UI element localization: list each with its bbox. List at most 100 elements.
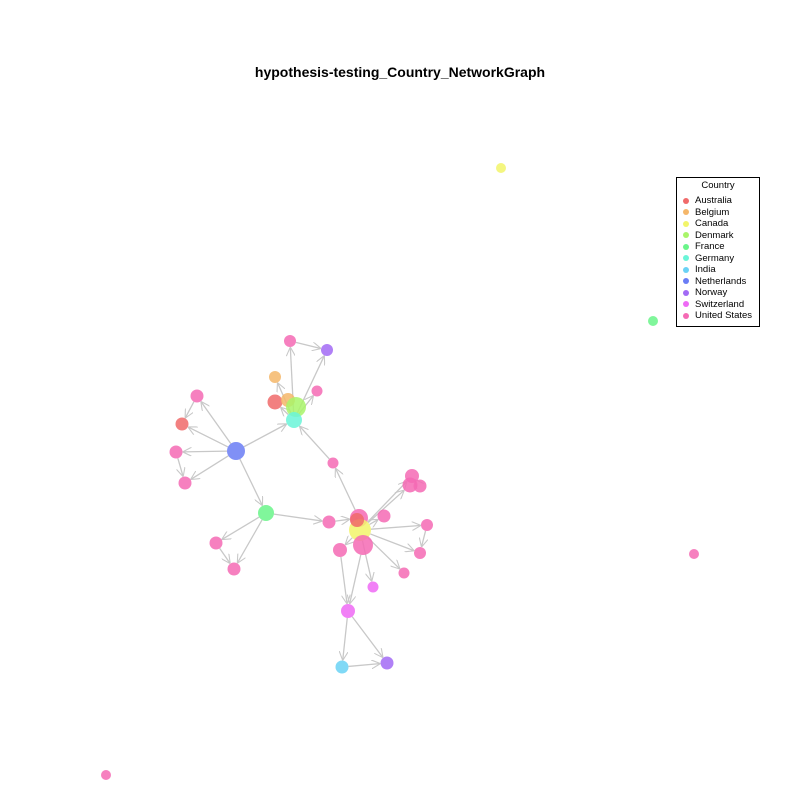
- legend-swatch-netherlands: [683, 278, 689, 285]
- node-franceR: [648, 316, 658, 326]
- legend-item-canada: Canada: [677, 218, 752, 230]
- edge-hub2-us13: [370, 533, 413, 551]
- node-neth: [227, 442, 245, 460]
- legend-item-australia: Australia: [677, 195, 752, 207]
- node-us7: [209, 536, 223, 550]
- legend-swatch-germany: [683, 255, 689, 262]
- node-swiss1: [367, 581, 379, 593]
- legend-item-switzerland: Switzerland: [677, 299, 752, 311]
- edge-us3-aus2: [186, 401, 195, 418]
- legend-swatch-australia: [683, 197, 689, 204]
- legend-item-france: France: [677, 241, 752, 253]
- edge-us10-swiss2: [340, 556, 347, 603]
- node-us12: [421, 519, 433, 531]
- node-us16: [402, 477, 418, 493]
- legend-label-canada: Canada: [695, 218, 729, 230]
- node-canadaTop: [496, 163, 506, 173]
- edge-neth-us3: [201, 402, 232, 445]
- node-us11: [377, 509, 391, 523]
- legend-label-united-states: United States: [695, 310, 753, 322]
- node-us8: [227, 562, 241, 576]
- edge-neth-aus2: [189, 427, 229, 448]
- node-belgium: [269, 371, 281, 383]
- edge-hub2-us14: [367, 537, 399, 569]
- edge-hub2-us12: [370, 526, 420, 530]
- legend-item-netherlands: Netherlands: [677, 276, 752, 288]
- legend-swatch-belgium: [683, 209, 689, 216]
- legend-label-denmark: Denmark: [695, 229, 734, 241]
- node-us17: [413, 479, 427, 493]
- legend-label-norway: Norway: [695, 287, 728, 299]
- legend-label-india: India: [695, 264, 716, 276]
- edge-hub2-us16: [367, 491, 404, 524]
- node-us14: [398, 567, 410, 579]
- legend-label-germany: Germany: [695, 252, 735, 264]
- legend-label-belgium: Belgium: [695, 206, 730, 218]
- legend-title: Country: [701, 180, 735, 191]
- legend-swatch-united-states: [683, 312, 689, 319]
- legend-label-switzerland: Switzerland: [695, 298, 745, 310]
- edge-us4-us5: [178, 458, 183, 476]
- node-usFarL: [101, 770, 111, 780]
- edge-swiss2-norway2: [351, 616, 382, 657]
- node-swiss2: [341, 604, 355, 618]
- node-aus1: [267, 394, 283, 410]
- edge-neth-us5: [191, 455, 229, 479]
- edge-france1-us8: [238, 519, 263, 563]
- node-germany: [286, 412, 302, 428]
- node-us9: [322, 515, 336, 529]
- legend-label-australia: Australia: [695, 195, 732, 207]
- legend-swatch-france: [683, 243, 689, 250]
- legend-label-france: France: [695, 241, 725, 253]
- edge-hub2-us15: [367, 482, 407, 523]
- node-denmark: [286, 397, 306, 417]
- edge-hub1-us6: [336, 469, 356, 511]
- edge-layer: [178, 341, 426, 667]
- legend-swatch-switzerland: [683, 301, 689, 308]
- node-us13: [414, 547, 426, 559]
- edge-france1-us9: [273, 513, 322, 521]
- legend-item-denmark: Denmark: [677, 230, 752, 242]
- legend-swatch-india: [683, 266, 689, 273]
- legend-label-netherlands: Netherlands: [695, 275, 747, 287]
- edge-swiss2-india: [343, 617, 347, 660]
- edge-neth-us4: [183, 451, 228, 452]
- node-us3: [190, 389, 204, 403]
- node-norway1: [321, 344, 333, 356]
- edge-neth-germany: [243, 424, 286, 448]
- node-india: [335, 660, 349, 674]
- legend-swatch-denmark: [683, 232, 689, 239]
- edge-france1-us7: [222, 516, 260, 539]
- legend: Country Australia Belgium Canada Denmark…: [676, 177, 760, 327]
- legend-item-germany: Germany: [677, 253, 752, 265]
- node-us4: [169, 445, 183, 459]
- edge-germany-aus1: [281, 408, 288, 415]
- edge-hub2-us10: [346, 538, 353, 545]
- node-hub4: [353, 535, 373, 555]
- edge-usTop-norway1: [295, 341, 320, 348]
- node-us10: [333, 543, 347, 557]
- edge-us9-hub1: [335, 519, 349, 521]
- node-france1: [258, 505, 274, 521]
- chart-title: hypothesis-testing_Country_NetworkGraph: [254, 64, 546, 80]
- legend-item-belgium: Belgium: [677, 207, 752, 219]
- edge-us6-germany: [300, 427, 330, 460]
- node-us2: [311, 385, 323, 397]
- node-layer: [101, 163, 699, 780]
- node-usTop: [284, 335, 296, 347]
- node-us6: [327, 457, 339, 469]
- legend-item-united-states: United States: [677, 310, 752, 322]
- edge-india-norway2: [348, 664, 379, 667]
- edge-us7-us8: [219, 547, 230, 562]
- node-hub3: [350, 513, 364, 527]
- edge-neth-france1: [239, 458, 262, 505]
- legend-item-norway: Norway: [677, 287, 752, 299]
- edge-hub2-us11: [370, 520, 378, 525]
- legend-swatch-canada: [683, 220, 689, 227]
- node-us5: [178, 476, 192, 490]
- legend-item-india: India: [677, 264, 752, 276]
- node-norway2: [380, 656, 394, 670]
- legend-swatch-norway: [683, 289, 689, 296]
